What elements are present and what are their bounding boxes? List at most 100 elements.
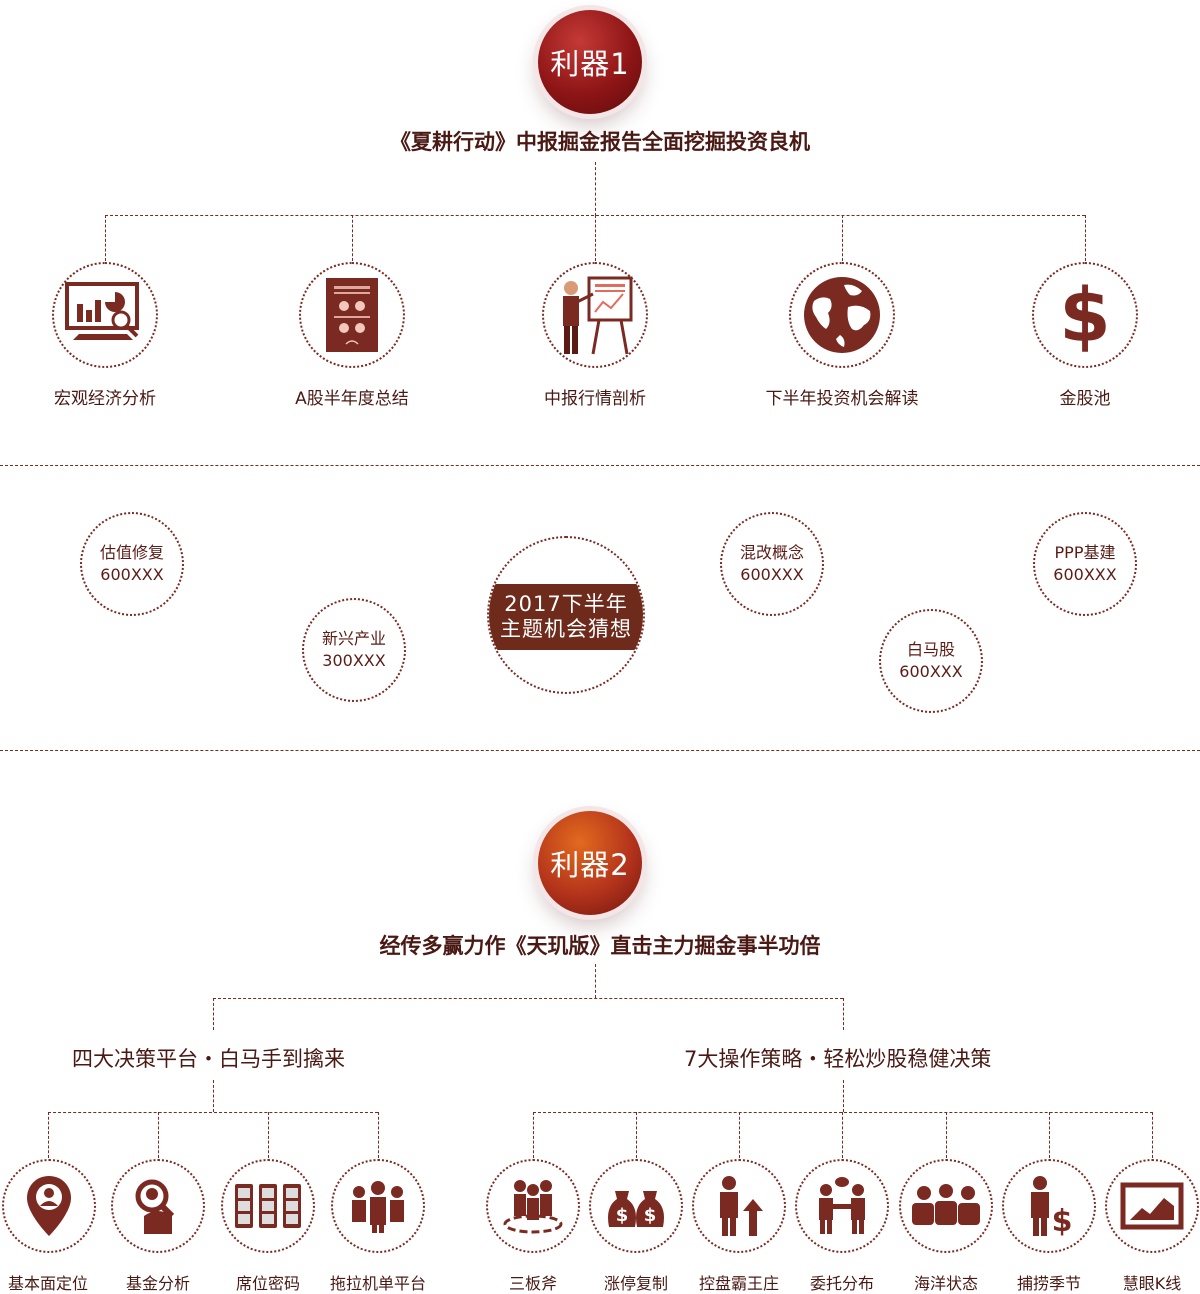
strategy-label: 控盘霸王庄 bbox=[698, 1274, 780, 1293]
connector bbox=[636, 1112, 637, 1158]
connector bbox=[105, 215, 106, 261]
platform-fund-ring[interactable] bbox=[111, 1159, 205, 1253]
opportunity-label: 下半年投资机会解读 bbox=[765, 389, 919, 409]
location-pin-icon bbox=[27, 1176, 71, 1236]
topic-name: PPP基建 bbox=[1054, 543, 1116, 562]
strategy-ring[interactable] bbox=[692, 1159, 786, 1253]
strategy-ring[interactable] bbox=[486, 1159, 580, 1253]
svg-text:$: $ bbox=[1059, 273, 1111, 357]
strategy-label: 海洋状态 bbox=[913, 1274, 979, 1293]
midyear-analysis-ring[interactable] bbox=[542, 262, 648, 368]
strategy-ring[interactable]: $ $ bbox=[589, 1159, 683, 1253]
topic-name: 新兴产业 bbox=[321, 629, 386, 648]
topic-bubble[interactable]: 新兴产业 300XXX bbox=[302, 598, 406, 702]
strategy-ring[interactable] bbox=[795, 1159, 889, 1253]
platform-seat-label: 席位密码 bbox=[235, 1274, 301, 1293]
topic-code: 600XXX bbox=[899, 662, 963, 681]
man-dollar-icon: $ bbox=[1031, 1176, 1073, 1237]
connector bbox=[158, 1112, 159, 1158]
magnifier-person-icon bbox=[135, 1179, 175, 1234]
presenter-board-icon bbox=[563, 276, 633, 355]
midyear-analysis-label: 中报行情剖析 bbox=[544, 389, 646, 409]
gold-pool-label: 金股池 bbox=[1059, 389, 1111, 409]
handshake-icon bbox=[819, 1177, 865, 1234]
platform-fundamental-ring[interactable] bbox=[2, 1159, 96, 1253]
section-divider bbox=[0, 465, 1200, 466]
connector bbox=[533, 1112, 1153, 1113]
strategy-ring[interactable] bbox=[1105, 1159, 1199, 1253]
platform-fund-label: 基金分析 bbox=[125, 1274, 191, 1293]
topic-center-line2: 主题机会猜想 bbox=[500, 617, 632, 641]
money-bags-icon: $ $ bbox=[608, 1191, 664, 1227]
connector bbox=[213, 1080, 214, 1112]
topic-center: 2017下半年 主题机会猜想 bbox=[487, 536, 645, 694]
section-divider bbox=[0, 750, 1200, 751]
connector bbox=[595, 215, 596, 261]
section1-headline: 《夏耕行动》中报掘金报告全面挖掘投资良机 bbox=[390, 130, 810, 154]
platform-tractor-ring[interactable] bbox=[331, 1159, 425, 1253]
connector bbox=[268, 1112, 269, 1158]
group-people-icon bbox=[352, 1181, 404, 1233]
badge-1-text: 利器1 bbox=[550, 47, 630, 81]
connector bbox=[48, 1112, 49, 1158]
code-lock-icon bbox=[235, 1184, 301, 1228]
connector bbox=[946, 1112, 947, 1158]
topic-code: 600XXX bbox=[1053, 565, 1117, 584]
platforms-title: 四大决策平台・白马手到擒来 bbox=[72, 1047, 345, 1071]
half-year-summary-ring[interactable] bbox=[299, 262, 405, 368]
section2-headline: 经传多赢力作《天玑版》直击主力掘金事半功倍 bbox=[379, 934, 821, 958]
connector bbox=[378, 1112, 379, 1158]
connector bbox=[843, 1080, 844, 1112]
connector bbox=[842, 1112, 843, 1158]
strategy-label: 涨停复制 bbox=[603, 1274, 669, 1293]
crowd-icon bbox=[912, 1184, 980, 1225]
strategies-title: 7大操作策略・轻松炒股稳健决策 bbox=[684, 1047, 992, 1071]
businessman-arrow-icon bbox=[720, 1176, 763, 1236]
svg-text:$: $ bbox=[644, 1205, 657, 1226]
dollar-icon: $ bbox=[1059, 273, 1111, 357]
macro-analysis-label: 宏观经济分析 bbox=[54, 389, 156, 409]
topic-bubble[interactable]: 混改概念 600XXX bbox=[720, 512, 824, 616]
macro-analysis-ring[interactable] bbox=[52, 262, 158, 368]
connector bbox=[213, 998, 843, 999]
svg-text:$: $ bbox=[616, 1205, 629, 1226]
report-document-icon bbox=[326, 278, 378, 352]
connector bbox=[595, 162, 596, 216]
topic-bubble[interactable]: 估值修复 600XXX bbox=[80, 512, 184, 616]
strategy-label: 慧眼K线 bbox=[1122, 1274, 1182, 1293]
strategy-ring[interactable] bbox=[899, 1159, 993, 1253]
strategy-label: 捕捞季节 bbox=[1016, 1274, 1082, 1293]
strategy-label: 三板斧 bbox=[508, 1274, 558, 1293]
platform-fundamental-label: 基本面定位 bbox=[7, 1274, 89, 1293]
half-year-summary-label: A股半年度总结 bbox=[295, 389, 409, 409]
strategy-ring[interactable]: $ bbox=[1002, 1159, 1096, 1253]
connector bbox=[533, 1112, 534, 1158]
topic-bubble[interactable]: 白马股 600XXX bbox=[879, 609, 983, 713]
topic-name: 混改概念 bbox=[739, 543, 804, 562]
connector bbox=[843, 998, 844, 1030]
topic-code: 600XXX bbox=[100, 565, 164, 584]
badge-1: 利器1 bbox=[538, 10, 642, 114]
gold-pool-ring[interactable]: $ bbox=[1032, 262, 1138, 368]
topic-center-line1: 2017下半年 bbox=[504, 592, 628, 616]
strategy-label: 委托分布 bbox=[809, 1274, 875, 1293]
line-chart-icon bbox=[1120, 1182, 1184, 1230]
connector bbox=[48, 1112, 378, 1113]
badge-2-text: 利器2 bbox=[550, 848, 630, 882]
svg-text:$: $ bbox=[1052, 1204, 1073, 1237]
platform-tractor-label: 拖拉机单平台 bbox=[329, 1274, 427, 1293]
globe-icon bbox=[804, 277, 880, 353]
opportunity-ring[interactable] bbox=[789, 262, 895, 368]
platform-seat-ring[interactable] bbox=[221, 1159, 315, 1253]
connector bbox=[595, 964, 596, 998]
topic-bubble[interactable]: PPP基建 600XXX bbox=[1033, 512, 1137, 616]
monitor-chart-icon bbox=[65, 282, 139, 340]
topic-center-band: 2017下半年 主题机会猜想 bbox=[489, 584, 643, 650]
team-circle-icon bbox=[503, 1180, 563, 1234]
connector bbox=[352, 215, 353, 261]
connector bbox=[1049, 1112, 1050, 1158]
topic-name: 白马股 bbox=[906, 640, 955, 659]
topic-code: 600XXX bbox=[740, 565, 804, 584]
connector bbox=[739, 1112, 740, 1158]
connector bbox=[213, 998, 214, 1030]
